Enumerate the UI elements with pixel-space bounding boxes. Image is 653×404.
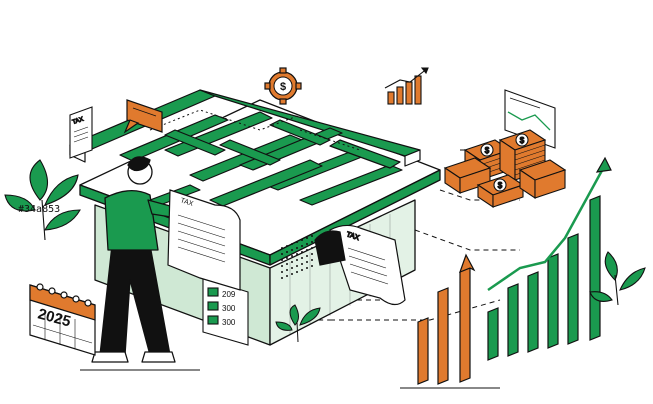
grid-dot: [291, 273, 293, 275]
grid-dot: [306, 237, 308, 239]
number-209: 209: [222, 290, 236, 299]
grid-dot: [291, 255, 293, 257]
calendar-icon: 2025: [29, 283, 96, 356]
grid-dot: [296, 247, 298, 249]
right-plant-icon: [589, 251, 646, 306]
grid-dot: [281, 265, 283, 267]
grid-dot: [286, 275, 288, 277]
grid-dot: [281, 253, 283, 255]
grid-dot: [311, 265, 313, 267]
gear-dollar-label: $: [280, 81, 286, 93]
money-symbol-1: $: [485, 146, 490, 155]
grid-dot: [286, 263, 288, 265]
tax-doc-small-label: TAX: [72, 117, 85, 126]
grid-dot: [301, 269, 303, 271]
bar-chart-icon: [384, 67, 429, 105]
grid-dot: [281, 277, 283, 279]
grid-dot: [296, 265, 298, 267]
grid-dot: [311, 235, 313, 237]
grid-dot: [306, 249, 308, 251]
plant-icon: [4, 159, 81, 241]
grid-dot: [296, 259, 298, 261]
grid-dot: [301, 263, 303, 265]
grid-dot: [291, 261, 293, 263]
small-plant-icon: [275, 304, 321, 343]
dot-grid: [281, 235, 313, 279]
grid-dot: [291, 243, 293, 245]
grid-dot: [281, 259, 283, 261]
grid-dot: [301, 251, 303, 253]
maze-dotted-path: [149, 109, 361, 151]
speech-bubble-icon: [123, 99, 163, 134]
grid-dot: [306, 267, 308, 269]
grid-dot: [286, 257, 288, 259]
grid-dot: [301, 239, 303, 241]
ground-lines: [80, 369, 500, 389]
hex-code-label: #34a853: [18, 204, 60, 215]
number-doc: 209 300 300: [202, 277, 249, 346]
money-stack-icon: $ $ $: [443, 129, 567, 209]
grid-dot: [306, 243, 308, 245]
maze-walls: [69, 89, 421, 207]
grid-dot: [291, 267, 293, 269]
grid-dot: [306, 255, 308, 257]
grid-dot: [311, 241, 313, 243]
tax-doc-small: TAX: [69, 106, 93, 159]
money-symbol-2: $: [520, 136, 525, 145]
grid-dot: [311, 253, 313, 255]
tax-hand-label: TAX: [179, 197, 194, 208]
grid-dot: [311, 259, 313, 261]
number-300-b: 300: [222, 318, 236, 327]
grid-dot: [301, 245, 303, 247]
grid-dot: [301, 257, 303, 259]
money-symbol-3: $: [498, 181, 503, 190]
growth-chart: [417, 156, 612, 385]
person-figure: [91, 156, 191, 363]
number-300-a: 300: [222, 304, 236, 313]
grid-dot: [311, 247, 313, 249]
line-chart-card-icon: [504, 89, 556, 149]
grid-dot: [296, 253, 298, 255]
grid-dot: [296, 271, 298, 273]
grid-dot: [296, 241, 298, 243]
grid-dot: [286, 269, 288, 271]
grid-dot: [286, 245, 288, 247]
grid-dot: [291, 249, 293, 251]
grid-dot: [281, 271, 283, 273]
gear-dollar-icon: $: [264, 67, 302, 105]
grid-dot: [281, 247, 283, 249]
grid-dot: [286, 251, 288, 253]
tax-scroll: TAX: [314, 224, 406, 306]
grid-dot: [306, 261, 308, 263]
tax-hand-doc: TAX: [167, 189, 241, 291]
